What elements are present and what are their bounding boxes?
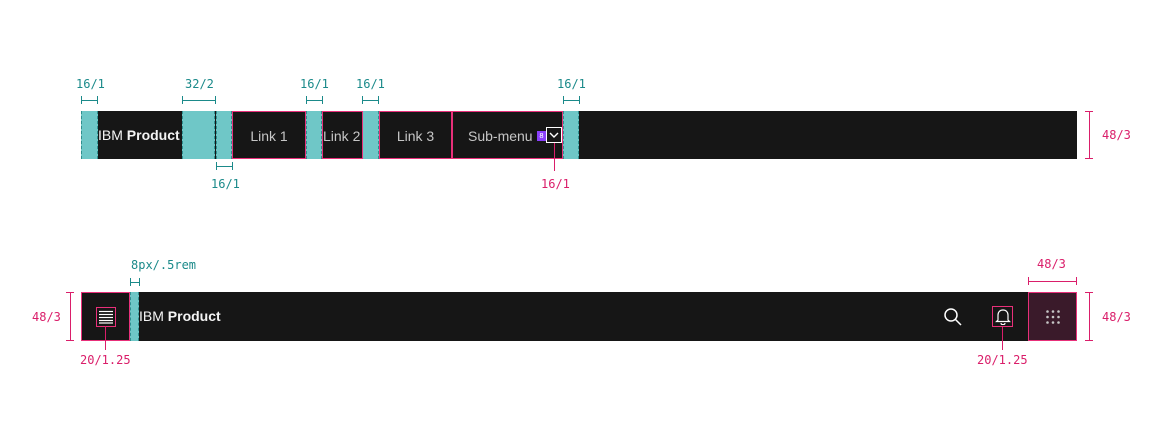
brand-prefix: IBM	[98, 127, 123, 143]
measure-line	[216, 166, 232, 167]
bottom-header-bar	[81, 292, 1077, 341]
measure-line	[1028, 281, 1077, 282]
spacing-brand-gap-bottom	[130, 292, 139, 341]
measure-tick	[216, 162, 217, 170]
spacing-submenu-end	[563, 111, 579, 159]
measure-label-link1-gap: 16/1	[300, 77, 329, 91]
nav-item-submenu[interactable]: Sub-menu	[452, 111, 563, 159]
chevron-down-icon[interactable]	[546, 127, 562, 143]
measure-leader	[105, 326, 106, 350]
bottom-brand[interactable]: IBM Product	[139, 292, 221, 341]
nav-item-link-2[interactable]: Link 2	[322, 111, 363, 159]
spacing-link3-pad	[362, 111, 379, 159]
measure-tick	[232, 162, 233, 170]
measure-tick	[215, 96, 216, 104]
spacing-left-padding	[81, 111, 98, 159]
measure-tick	[97, 96, 98, 104]
measure-label-brand-gap: 32/2	[185, 77, 214, 91]
measure-line	[1089, 292, 1090, 341]
hamburger-menu-icon	[95, 306, 116, 327]
measure-label-top-height: 48/3	[1102, 128, 1131, 142]
measure-line	[130, 282, 139, 283]
top-brand[interactable]: IBM Product	[98, 111, 180, 159]
measure-label-chevron-size: 16/1	[541, 177, 570, 191]
measure-tick	[1085, 340, 1093, 341]
measure-line	[182, 100, 215, 101]
measure-label-submenu-gap: 16/1	[557, 77, 586, 91]
measure-tick	[66, 292, 74, 293]
spacing-brand-gap	[182, 111, 215, 159]
measure-leader	[554, 143, 555, 171]
app-switcher-button[interactable]	[1028, 292, 1077, 341]
measure-line	[306, 100, 322, 101]
measure-label-nav-gap: 16/1	[211, 177, 240, 191]
measure-line	[563, 100, 579, 101]
measure-label-link2-gap: 16/1	[356, 77, 385, 91]
nav-item-label: Link 3	[396, 128, 435, 144]
measure-tick	[182, 96, 183, 104]
nav-item-label: Link 1	[250, 128, 288, 144]
measure-label-height-left: 48/3	[32, 310, 61, 324]
spacing-nav-start	[216, 111, 232, 159]
measure-tick	[1085, 111, 1093, 112]
measure-tick	[139, 278, 140, 286]
measure-tick	[322, 96, 323, 104]
measure-tick	[579, 96, 580, 104]
brand-prefix: IBM	[139, 308, 164, 324]
measure-tick	[66, 340, 74, 341]
measure-label-app-switcher-width: 48/3	[1037, 257, 1066, 271]
nav-item-link-3[interactable]: Link 3	[379, 111, 452, 159]
measure-tick	[130, 278, 131, 286]
measure-label-height-right: 48/3	[1102, 310, 1131, 324]
measure-line	[70, 292, 71, 341]
measure-tick	[563, 96, 564, 104]
measure-label-left-padding: 16/1	[76, 77, 105, 91]
measure-line	[1089, 111, 1090, 159]
measure-tick	[1076, 277, 1077, 285]
measure-line	[362, 100, 378, 101]
measure-tick	[362, 96, 363, 104]
measure-line	[81, 100, 97, 101]
nav-item-link-1[interactable]: Link 1	[232, 111, 306, 159]
brand-name: Product	[167, 308, 221, 324]
nav-item-label: Link 2	[323, 128, 361, 144]
nav-item-label: Sub-menu	[468, 128, 533, 144]
submenu-badge: 8	[537, 131, 546, 141]
measure-tick	[306, 96, 307, 104]
measure-tick	[1028, 277, 1029, 285]
measure-tick	[1085, 158, 1093, 159]
measure-label-brand-gap-bottom: 8px/.5rem	[131, 258, 197, 272]
measure-label-bell-icon-size: 20/1.25	[977, 353, 1028, 367]
measure-label-menu-icon-size: 20/1.25	[80, 353, 131, 367]
app-switcher-icon	[1045, 309, 1060, 324]
search-icon[interactable]	[942, 306, 964, 328]
measure-tick	[81, 96, 82, 104]
brand-name: Product	[126, 127, 180, 143]
measure-tick	[378, 96, 379, 104]
spacing-link2-pad	[306, 111, 322, 159]
top-header-bar	[81, 111, 1077, 159]
notification-bell-icon[interactable]	[992, 306, 1013, 327]
measure-leader	[1002, 327, 1003, 350]
measure-tick	[1085, 292, 1093, 293]
